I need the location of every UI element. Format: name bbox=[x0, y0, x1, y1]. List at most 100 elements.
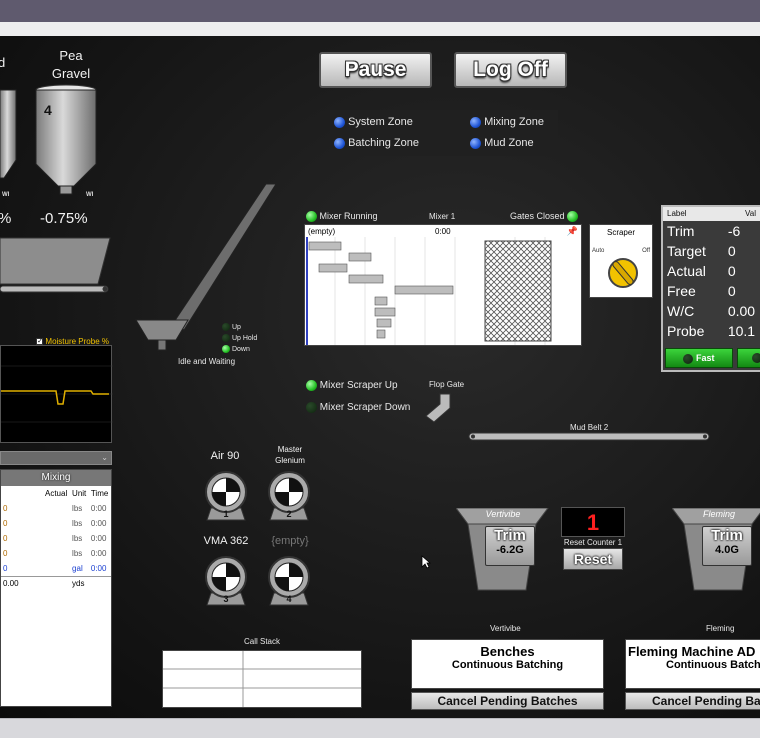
cancel-pending-batches-button[interactable]: Cancel Pending Batches bbox=[411, 692, 604, 710]
pause-button[interactable]: Pause bbox=[319, 52, 432, 88]
row-time: 0:00 bbox=[90, 519, 107, 528]
mud-belt-graphic bbox=[468, 432, 710, 441]
row-label: Actual bbox=[667, 263, 706, 279]
scraper-selector-knob[interactable] bbox=[607, 257, 639, 289]
pump-2-label: Master Glenium bbox=[264, 444, 316, 466]
pump-1-number: 1 bbox=[223, 509, 229, 519]
conveyor-status-text: Idle and Waiting bbox=[178, 357, 236, 366]
table-row[interactable]: 0 lbs 0:00 bbox=[1, 516, 111, 531]
scraper-up-led bbox=[306, 380, 317, 391]
scraper-down-led bbox=[306, 402, 317, 413]
vertivibe-trim-button[interactable]: Trim -6.2G bbox=[485, 526, 535, 566]
row-time bbox=[89, 576, 111, 591]
pump-2-icon bbox=[268, 471, 310, 521]
row-value: 0.00 bbox=[727, 303, 756, 319]
row-unit: lbs bbox=[72, 549, 83, 558]
zone-batching-label: Batching Zone bbox=[348, 137, 419, 149]
pin-icon[interactable]: 📌 bbox=[566, 226, 578, 236]
reset-button[interactable]: Reset bbox=[563, 548, 623, 570]
gates-closed-led bbox=[567, 211, 579, 223]
conveyor-down-label: Down bbox=[231, 346, 250, 353]
moisture-probe-checkbox[interactable]: ✓ bbox=[36, 338, 44, 346]
table-row: Target 0 bbox=[663, 241, 760, 261]
fleming-title: Fleming bbox=[702, 509, 735, 519]
pump-4-number: 4 bbox=[286, 594, 292, 604]
table-row[interactable]: 0.00 yds bbox=[1, 576, 111, 591]
bin-left-label: d bbox=[0, 55, 6, 70]
header-actual: Actual bbox=[45, 489, 68, 498]
pea-gravel-percent: -0.75% bbox=[40, 210, 88, 227]
table-row[interactable]: 0 gal 0:00 bbox=[1, 561, 111, 576]
mixer-running-led bbox=[306, 211, 317, 223]
slow-button[interactable] bbox=[737, 348, 760, 368]
mixer-running: Mixer Running bbox=[306, 211, 378, 223]
bin-left-wi: WI bbox=[2, 192, 10, 198]
benches-batch-panel[interactable]: Benches Continuous Batching bbox=[411, 639, 604, 689]
flop-gate-graphic[interactable] bbox=[424, 392, 458, 424]
pump-4[interactable]: 4 bbox=[266, 555, 312, 607]
moisture-probe-chart: ✓ Moisture Probe % bbox=[0, 337, 113, 443]
pump-2[interactable]: 2 bbox=[266, 470, 312, 522]
fleming-batch-subtitle: Continuous Batch bbox=[666, 659, 760, 671]
pump-3[interactable]: 3 bbox=[203, 555, 249, 607]
row-unit: lbs bbox=[72, 519, 83, 528]
row-actual: 0 bbox=[3, 519, 8, 528]
zone-mixing[interactable]: Mixing Zone bbox=[470, 112, 544, 133]
benches-title: Benches bbox=[480, 644, 535, 659]
pea-gravel-wi: WI bbox=[86, 192, 94, 198]
additive-panel-header: Label Val bbox=[663, 207, 760, 221]
fast-button[interactable]: Fast bbox=[665, 348, 733, 368]
mixing-dropdown[interactable]: ⌄ bbox=[0, 451, 112, 465]
chevron-down-icon: ⌄ bbox=[101, 453, 108, 462]
call-stack-grid bbox=[163, 651, 361, 707]
fleming-cancel-pending-button[interactable]: Cancel Pending Ba bbox=[625, 692, 760, 710]
scraper-down-label: Mixer Scraper Down bbox=[319, 402, 411, 414]
conveyor-up: Up bbox=[222, 322, 257, 333]
conveyor-up-led bbox=[222, 323, 230, 332]
aggregate-bins-graphic bbox=[0, 84, 97, 195]
moisture-trend-line bbox=[1, 365, 113, 423]
conveyor-status-lights: Up Up Hold Down bbox=[222, 322, 257, 355]
pump-4-label: {empty} bbox=[271, 535, 309, 547]
pea-gravel-label-line1: Pea bbox=[59, 48, 83, 63]
conveyor-up-hold-led bbox=[222, 334, 230, 343]
mixer-time: 0:00 bbox=[435, 227, 451, 236]
table-row[interactable]: 0 lbs 0:00 bbox=[1, 501, 111, 516]
scraper-up-label: Mixer Scraper Up bbox=[319, 380, 398, 392]
header-time: Time bbox=[90, 489, 109, 498]
bin-left-percent: % bbox=[0, 210, 11, 227]
mixer-name: Mixer 1 bbox=[429, 212, 456, 221]
header-value: Val bbox=[745, 209, 756, 218]
logoff-button[interactable]: Log Off bbox=[454, 52, 567, 88]
zone-batching[interactable]: Batching Zone bbox=[334, 133, 419, 154]
row-value: 0 bbox=[727, 243, 736, 259]
flop-gate-label: Flop Gate bbox=[429, 380, 465, 389]
mixer-gantt bbox=[306, 237, 552, 345]
row-label: Trim bbox=[667, 223, 695, 239]
call-stack-title: Call Stack bbox=[243, 637, 280, 646]
zone-system-label: System Zone bbox=[348, 116, 413, 128]
row-label: Target bbox=[667, 243, 706, 259]
zone-mud[interactable]: Mud Zone bbox=[470, 133, 534, 154]
fleming-batch-panel[interactable]: Fleming Machine AD Continuous Batch bbox=[625, 639, 760, 689]
moisture-probe-legend[interactable]: ✓ Moisture Probe % bbox=[36, 337, 109, 346]
pump-3-label: VMA 362 bbox=[203, 535, 249, 547]
vertivibe-caption: Vertivibe bbox=[490, 624, 521, 633]
pump-1[interactable]: 1 bbox=[203, 470, 249, 522]
row-unit: yds bbox=[72, 579, 85, 589]
pea-gravel-number: 4 bbox=[44, 102, 52, 118]
zone-mud-led bbox=[470, 137, 481, 149]
conveyor-up-hold: Up Hold bbox=[222, 333, 257, 344]
conveyor-down-led bbox=[222, 345, 230, 354]
pump-1-label: Air 90 bbox=[210, 450, 240, 462]
table-row[interactable]: 0 lbs 0:00 bbox=[1, 546, 111, 561]
fleming-trim-button[interactable]: Trim 4.0G bbox=[702, 526, 752, 566]
conveyor-up-label: Up bbox=[231, 324, 241, 331]
gates-closed-label: Gates Closed bbox=[510, 211, 565, 221]
table-row[interactable]: 0 lbs 0:00 bbox=[1, 531, 111, 546]
zone-system[interactable]: System Zone bbox=[334, 112, 413, 133]
row-time: 0:00 bbox=[90, 549, 107, 558]
